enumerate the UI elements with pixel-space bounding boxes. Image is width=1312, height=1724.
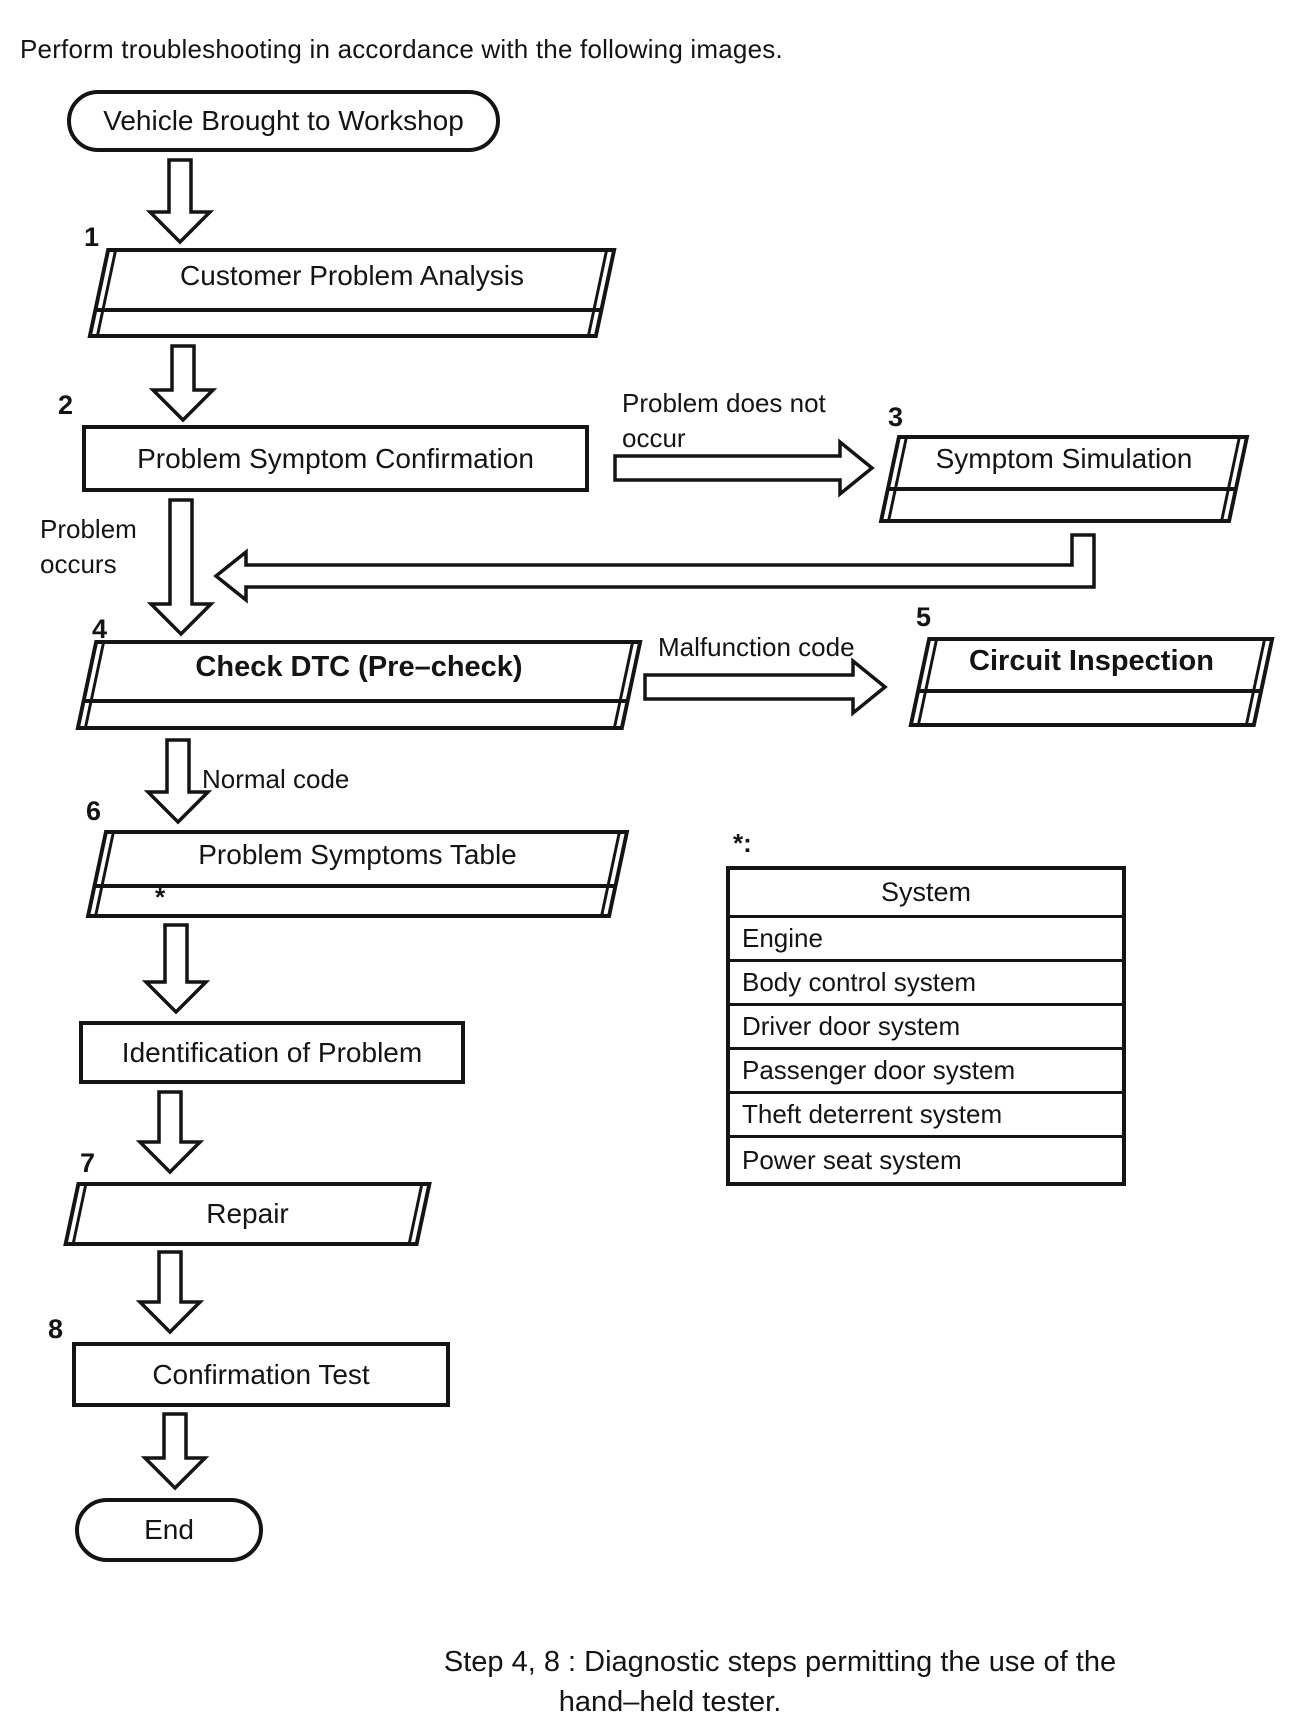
step-number-8: 8 (48, 1314, 64, 1344)
node-start: Vehicle Brought to Workshop (67, 90, 500, 152)
label-malfunction-code: Malfunction code (658, 632, 855, 662)
node-label: Identification of Problem (121, 1036, 423, 1068)
system-table-header: System (730, 870, 1122, 918)
divider-line (887, 487, 1237, 491)
node-check-dtc-pre-check: Check DTC (Pre–check) (75, 640, 643, 730)
page-title: Perform troubleshooting in accordance wi… (20, 34, 783, 64)
arrow-step6-to-identification-icon (141, 923, 211, 1015)
system-table-row-passenger-door: Passenger door system (730, 1050, 1122, 1094)
step-number-3: 3 (888, 402, 904, 432)
arrow-step7-to-step8-icon (135, 1250, 205, 1335)
divider-line (94, 884, 616, 888)
arrow-identification-to-step7-icon (135, 1090, 205, 1175)
node-circuit-inspection: Circuit Inspection (908, 637, 1275, 727)
arrow-step8-to-end-icon (140, 1412, 210, 1491)
node-label: Problem Symptom Confirmation (137, 442, 534, 474)
divider-line (917, 689, 1262, 693)
node-end: End (75, 1498, 263, 1562)
node-label: Confirmation Test (152, 1358, 370, 1390)
step-number-2: 2 (58, 390, 74, 420)
node-problem-symptom-confirmation: Problem Symptom Confirmation (82, 425, 589, 492)
arrow-step3-return-icon (213, 533, 1096, 604)
node-problem-symptoms-table: Problem Symptoms Table * (85, 830, 630, 918)
arrow-step2-to-step3-icon (613, 438, 875, 498)
step-number-7: 7 (80, 1148, 96, 1178)
step-number-4: 4 (92, 614, 108, 644)
node-label: Check DTC (Pre–check) (195, 651, 523, 683)
arrow-step1-to-step2-icon (148, 344, 218, 423)
system-table: System Engine Body control system Driver… (726, 866, 1126, 1186)
footnote-marker: *: (733, 828, 752, 858)
label-problem-occurs: Problem occurs (40, 514, 137, 579)
node-confirmation-test: Confirmation Test (72, 1342, 450, 1407)
step-number-6: 6 (86, 796, 102, 826)
node-label: Problem Symptoms Table (198, 839, 517, 870)
caption-line-2: hand–held tester. (558, 1686, 782, 1718)
node-start-label: Vehicle Brought to Workshop (103, 105, 464, 136)
system-table-row-body-control: Body control system (730, 962, 1122, 1006)
label-problem-does-not-occur: Problem does not occur (622, 388, 826, 453)
arrow-step2-to-step4-icon (146, 498, 216, 637)
system-table-row-engine: Engine (730, 918, 1122, 962)
node-label: Repair (206, 1198, 289, 1229)
arrow-start-to-step1-icon (145, 158, 215, 245)
node-label: Customer Problem Analysis (180, 260, 524, 291)
node-symptom-simulation: Symptom Simulation (878, 435, 1250, 523)
node-customer-problem-analysis: Customer Problem Analysis (87, 248, 617, 338)
node-label: Circuit Inspection (969, 644, 1214, 677)
node-repair: Repair (63, 1182, 432, 1246)
node-identification-of-problem: Identification of Problem (79, 1021, 465, 1084)
step-number-5: 5 (916, 602, 932, 632)
step-number-1: 1 (84, 222, 100, 252)
label-normal-code: Normal code (202, 764, 350, 794)
table-note-asterisk: * (155, 882, 166, 912)
arrow-step4-to-step5-icon (643, 657, 888, 717)
divider-line (94, 308, 602, 312)
system-table-row-driver-door: Driver door system (730, 1006, 1122, 1050)
caption-line-1: Step 4, 8 : Diagnostic steps permitting … (443, 1646, 1117, 1678)
divider-line (83, 699, 629, 703)
arrow-step4-to-step6-icon (143, 738, 213, 825)
node-label: Symptom Simulation (935, 443, 1193, 474)
node-end-label: End (144, 1514, 194, 1545)
system-table-row-power-seat: Power seat system (742, 1144, 962, 1175)
system-table-row-theft-deterrent: Theft deterrent system (730, 1094, 1122, 1138)
